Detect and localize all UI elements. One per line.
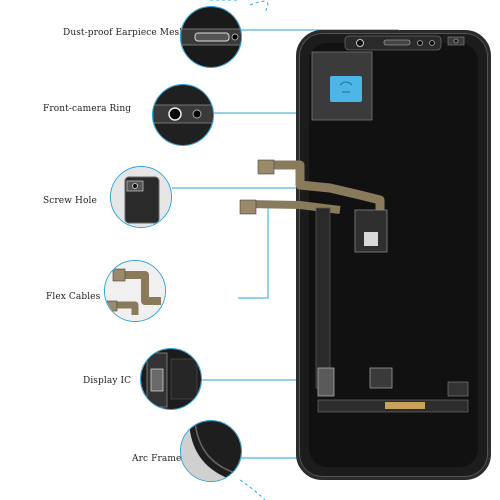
blue-sticker [330, 76, 362, 102]
label-screw-hole: Screw Hole [43, 196, 97, 206]
label-earpiece-mesh: Dust-proof Earpiece Mesh [63, 28, 186, 38]
screw-hole [453, 38, 459, 44]
flex-cable-top [260, 160, 385, 212]
label-flex-cables: Flex Cables [46, 292, 101, 302]
callout-flex-cables [104, 260, 166, 322]
earpiece-mesh [383, 39, 411, 46]
callout-screw-hole [110, 166, 172, 228]
sensor-hole [417, 40, 423, 46]
callout-front-camera-ring [152, 84, 214, 146]
proximity-hole [429, 40, 435, 46]
front-camera-ring [356, 39, 364, 47]
display-ic [317, 367, 335, 397]
qr-code [364, 232, 378, 246]
flex-connector-bottom [239, 199, 257, 215]
flex-connector-top [257, 159, 275, 175]
label-display-ic: Display IC [83, 376, 132, 386]
chip-block [369, 367, 393, 389]
gold-connector [385, 402, 425, 409]
top-dashed-arc [249, 0, 269, 13]
bottom-right-block [447, 381, 469, 397]
callout-earpiece-mesh [180, 6, 242, 68]
bottom-dashed-arc [239, 479, 266, 500]
sticker-mark [339, 81, 353, 93]
label-arc-frame: Arc Frame [132, 454, 182, 464]
vertical-flex [315, 207, 331, 389]
callout-display-ic [140, 348, 202, 410]
callout-arc-frame [180, 420, 242, 482]
label-front-camera-ring: Front-camera Ring [43, 104, 132, 114]
